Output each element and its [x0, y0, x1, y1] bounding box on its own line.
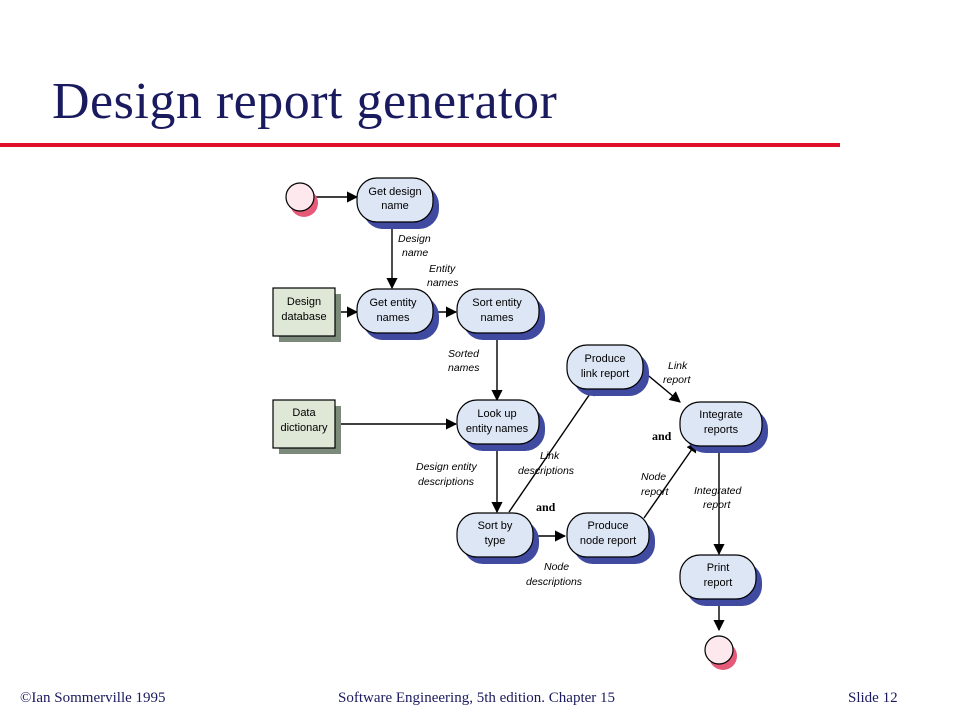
store-data-dictionary: Data dictionary [272, 399, 341, 454]
process-label: Print [707, 562, 730, 574]
process-label: names [480, 312, 514, 324]
process-label: name [381, 200, 409, 212]
flow-label: report [641, 486, 670, 498]
flow-label: name [402, 247, 428, 259]
flow-label-link-report: Link report [663, 360, 692, 386]
and-label: and [536, 500, 556, 514]
flow-arrows [316, 191, 725, 632]
flow-label: descriptions [518, 465, 575, 477]
store-label: dictionary [280, 422, 328, 434]
flow-label-design-name: Design name [398, 233, 431, 259]
process-label: report [704, 577, 733, 589]
flow-label: descriptions [418, 476, 475, 488]
store-design-database: Design database [272, 287, 341, 342]
process-label: names [376, 312, 410, 324]
process-look-up-entity-names: Look up entity names [456, 399, 545, 451]
flow-label-entity-names: Entity names [427, 263, 459, 289]
process-label: type [485, 535, 506, 547]
process-label: Produce [588, 520, 629, 532]
flow-label: Entity [429, 263, 456, 275]
flow-label: report [703, 499, 732, 511]
process-label: Produce [585, 353, 626, 365]
start-terminal [285, 182, 318, 217]
and-label: and [652, 429, 672, 443]
flow-label-node-descriptions: Node descriptions [526, 561, 583, 588]
store-label: database [281, 311, 326, 323]
flow-label-integrated-report: Integrated report [694, 485, 742, 511]
flow-label: names [448, 362, 480, 374]
process-get-entity-names: Get entity names [356, 288, 439, 340]
flow-label: Design entity [416, 461, 477, 473]
process-label: node report [580, 535, 636, 547]
process-label: reports [704, 424, 739, 436]
arrow-link-descriptions [508, 384, 597, 513]
store-label: Data [292, 407, 316, 419]
end-terminal [704, 635, 737, 670]
flow-label-node-report: Node report [641, 471, 670, 498]
process-produce-node-report: Produce node report [566, 512, 655, 564]
process-label: Sort by [478, 520, 513, 532]
process-produce-link-report: Produce link report [566, 344, 649, 396]
flow-label: names [427, 277, 459, 289]
flow-label: Node [641, 471, 666, 483]
process-print-report: Print report [679, 554, 762, 606]
flow-label: Sorted [448, 348, 480, 360]
flow-label: report [663, 374, 692, 386]
process-label: Integrate [699, 409, 742, 421]
footer-book-title: Software Engineering, 5th edition. Chapt… [338, 690, 616, 706]
flow-label: Design [398, 233, 431, 245]
slide-title: Design report generator [52, 73, 558, 130]
footer-slide-number: Slide 12 [848, 690, 898, 706]
arrow-link-report [643, 371, 681, 403]
process-label: link report [581, 368, 629, 380]
process-label: Get design [368, 186, 421, 198]
process-integrate-reports: Integrate reports [679, 401, 768, 453]
flow-label-sorted-names: Sorted names [448, 348, 480, 374]
process-sort-entity-names: Sort entity names [456, 288, 545, 340]
process-label: Look up [477, 408, 516, 420]
flow-label-link-descriptions: Link descriptions [518, 450, 575, 477]
flow-label: Link [540, 450, 560, 462]
footer-copyright: ©Ian Sommerville 1995 [20, 690, 166, 706]
process-label: Get entity [369, 297, 417, 309]
flow-label: Node [544, 561, 569, 573]
process-get-design-name: Get design name [356, 177, 439, 229]
flow-label: descriptions [526, 576, 583, 588]
store-label: Design [287, 296, 321, 308]
flow-label: Link [668, 360, 688, 372]
flow-label-design-entity-descriptions: Design entity descriptions [416, 461, 477, 488]
process-label: entity names [466, 423, 529, 435]
title-underline [0, 143, 840, 147]
process-label: Sort entity [472, 297, 522, 309]
flow-label: Integrated [694, 485, 742, 497]
arrow-node-report [643, 441, 698, 519]
process-sort-by-type: Sort by type [456, 512, 539, 564]
